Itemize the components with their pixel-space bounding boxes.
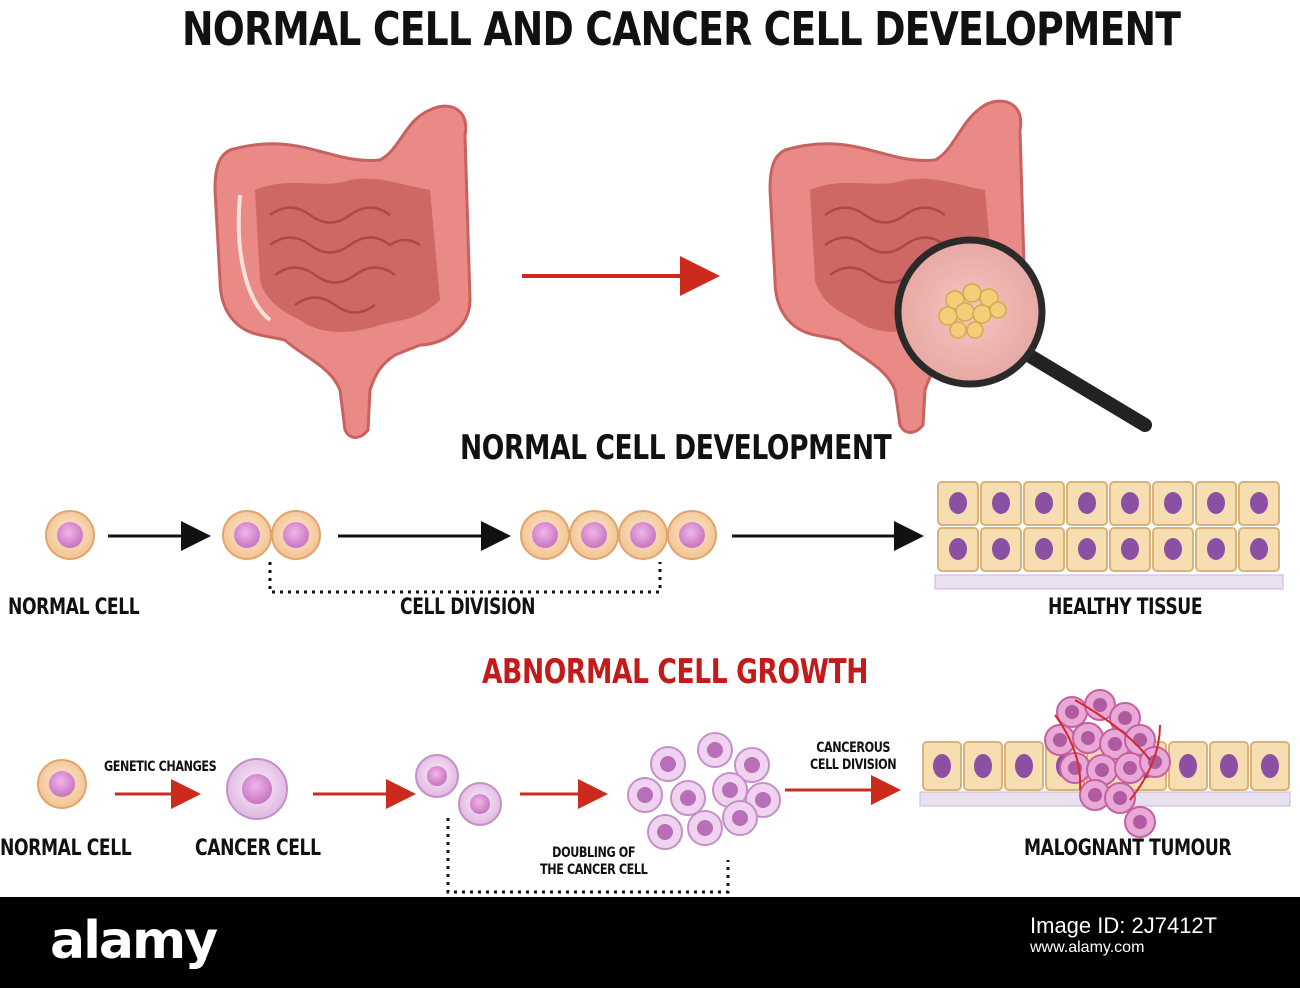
label-healthy-tissue: HEALTHY TISSUE xyxy=(1048,595,1203,620)
label-malignant-tumour: MALOGNANT TUMOUR xyxy=(1024,836,1232,861)
label-normal-cell-2: NORMAL CELL xyxy=(0,836,132,861)
footer-info: Image ID: 2J7412T www.alamy.com xyxy=(1030,915,1217,959)
label-doubling-line2: THE CANCER CELL xyxy=(540,862,648,878)
abnormal-growth-row xyxy=(37,732,901,894)
label-doubling: DOUBLING OF THE CANCER CELL xyxy=(540,845,648,879)
label-cancerous-division: CANCEROUS CELL DIVISION xyxy=(810,740,897,774)
site-url: www.alamy.com xyxy=(1030,939,1145,956)
brand-logo: alamy xyxy=(50,911,218,971)
image-id-label: Image ID: 2J7412T xyxy=(1030,913,1218,938)
label-cancerous-line2: CELL DIVISION xyxy=(810,757,897,773)
magnifier-illustration xyxy=(894,236,1152,432)
normal-development-heading: NORMAL CELL DEVELOPMENT xyxy=(460,428,892,468)
malignant-tumour-illustration xyxy=(919,689,1291,838)
label-doubling-line1: DOUBLING OF xyxy=(552,845,636,861)
label-normal-cell-1: NORMAL CELL xyxy=(8,595,140,620)
diagram-title: NORMAL CELL AND CANCER CELL DEVELOPMENT xyxy=(182,2,1181,56)
diagram-artwork xyxy=(37,99,1291,894)
normal-development-row xyxy=(45,510,924,594)
footer-bar: alamy Image ID: 2J7412T www.alamy.com xyxy=(0,897,1300,988)
label-cancerous-line1: CANCEROUS xyxy=(816,740,891,756)
label-genetic-changes: GENETIC CHANGES xyxy=(104,759,217,775)
label-cancer-cell: CANCER CELL xyxy=(195,836,321,861)
intestine-normal-illustration xyxy=(213,104,472,439)
label-cell-division: CELL DIVISION xyxy=(400,595,536,620)
healthy-tissue-illustration xyxy=(934,481,1284,590)
abnormal-growth-heading: ABNORMAL CELL GROWTH xyxy=(482,652,869,692)
